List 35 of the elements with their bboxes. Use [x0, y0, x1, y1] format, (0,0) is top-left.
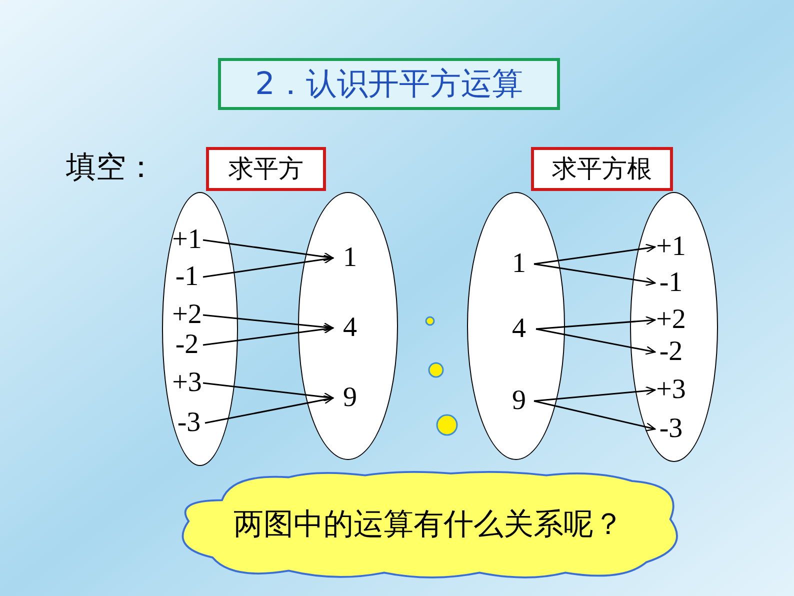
arrow	[536, 328, 656, 355]
number-text: +2	[656, 306, 686, 334]
number-text: -3	[659, 415, 683, 443]
arrow	[536, 316, 656, 330]
number-text: 9	[343, 384, 357, 412]
number-text: +2	[172, 301, 202, 329]
number-text: -1	[175, 263, 199, 291]
number-text: 9	[512, 387, 526, 415]
arrow	[202, 324, 334, 346]
number-text: +3	[656, 376, 686, 404]
arrow	[202, 239, 334, 262]
heading-box: 求平方根	[531, 147, 673, 191]
number-text: -2	[175, 331, 199, 359]
arrow	[534, 263, 656, 286]
arrow	[204, 395, 334, 424]
arrow	[534, 400, 656, 432]
number-text: 1	[512, 250, 526, 278]
question-text: 两图中的运算有什么关系呢？	[234, 506, 624, 544]
number-text: +1	[172, 226, 202, 254]
heading-box: 求平方	[206, 147, 326, 191]
number-text: 1	[343, 244, 357, 272]
arrow	[202, 254, 334, 278]
arrow	[534, 386, 656, 402]
number-text: 4	[343, 314, 357, 342]
number-text: +1	[656, 233, 686, 261]
number-text: 4	[512, 315, 526, 343]
arrow	[202, 382, 334, 402]
number-text: +3	[172, 369, 202, 397]
number-text: -1	[659, 269, 683, 297]
number-text: -2	[659, 338, 683, 366]
number-text: -3	[177, 409, 201, 437]
arrow	[202, 314, 334, 332]
title-box: 2．认识开平方运算	[218, 58, 560, 110]
fill-in-label: 填空：	[66, 149, 156, 187]
arrow	[534, 244, 656, 265]
